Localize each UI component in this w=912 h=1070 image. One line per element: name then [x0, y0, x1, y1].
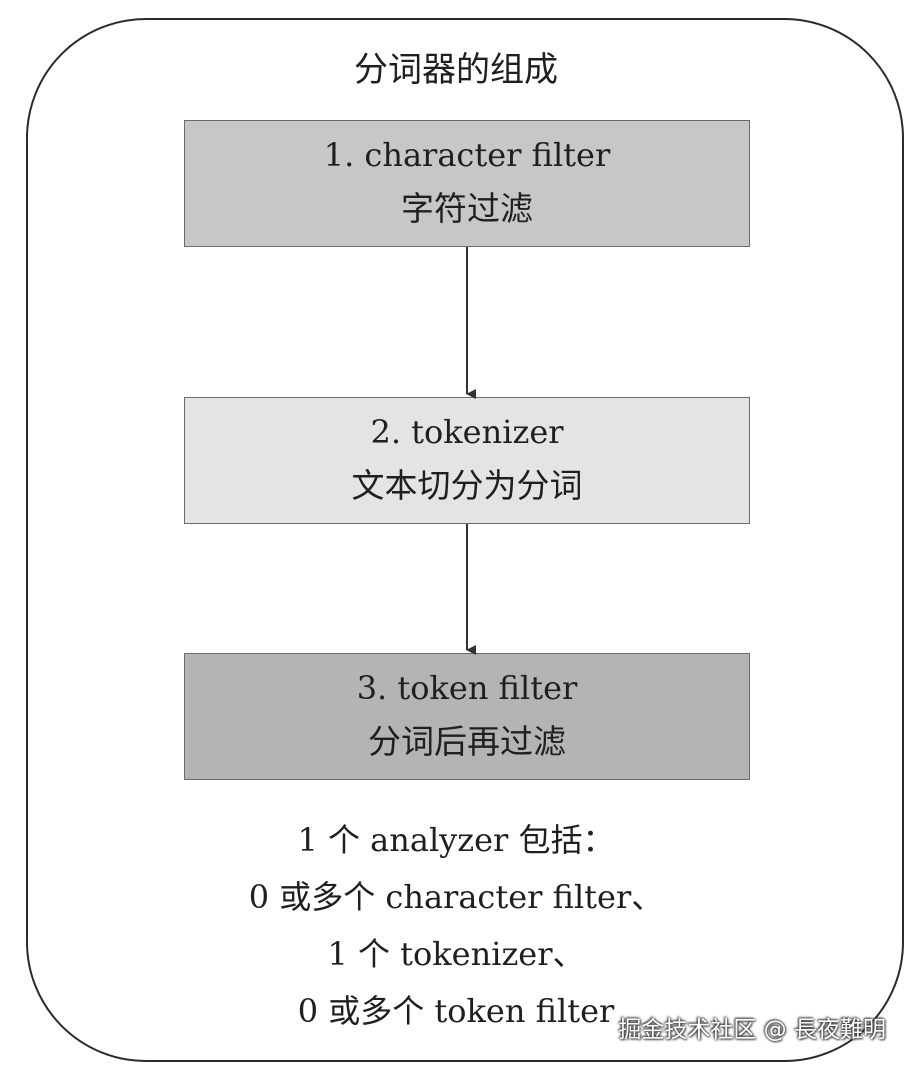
analyzer-notes: 1 个 analyzer 包括： 0 或多个 character filter、… [0, 812, 912, 1040]
note-line: 0 或多个 character filter、 [248, 878, 664, 916]
step-box-character-filter: 1. character filter 字符过滤 [184, 120, 750, 247]
step-description: 分词后再过滤 [368, 722, 566, 761]
step-box-token-filter: 3. token filter 分词后再过滤 [184, 653, 750, 780]
diagram-title: 分词器的组成 [354, 50, 558, 90]
note-line: 1 个 tokenizer、 [327, 935, 585, 973]
note-line: 0 或多个 token filter [297, 992, 615, 1030]
step-name: 1. character filter [323, 136, 611, 174]
step-description: 字符过滤 [401, 189, 533, 228]
step-description: 文本切分为分词 [351, 466, 583, 505]
note-line: 1 个 analyzer 包括： [297, 821, 615, 859]
step-name: 2. tokenizer [370, 413, 564, 451]
step-box-tokenizer: 2. tokenizer 文本切分为分词 [184, 397, 750, 524]
watermark: 掘金技术社区 @ 長夜難明 [618, 1017, 886, 1043]
rounded-frame [26, 18, 904, 1062]
step-name: 3. token filter [356, 669, 578, 707]
